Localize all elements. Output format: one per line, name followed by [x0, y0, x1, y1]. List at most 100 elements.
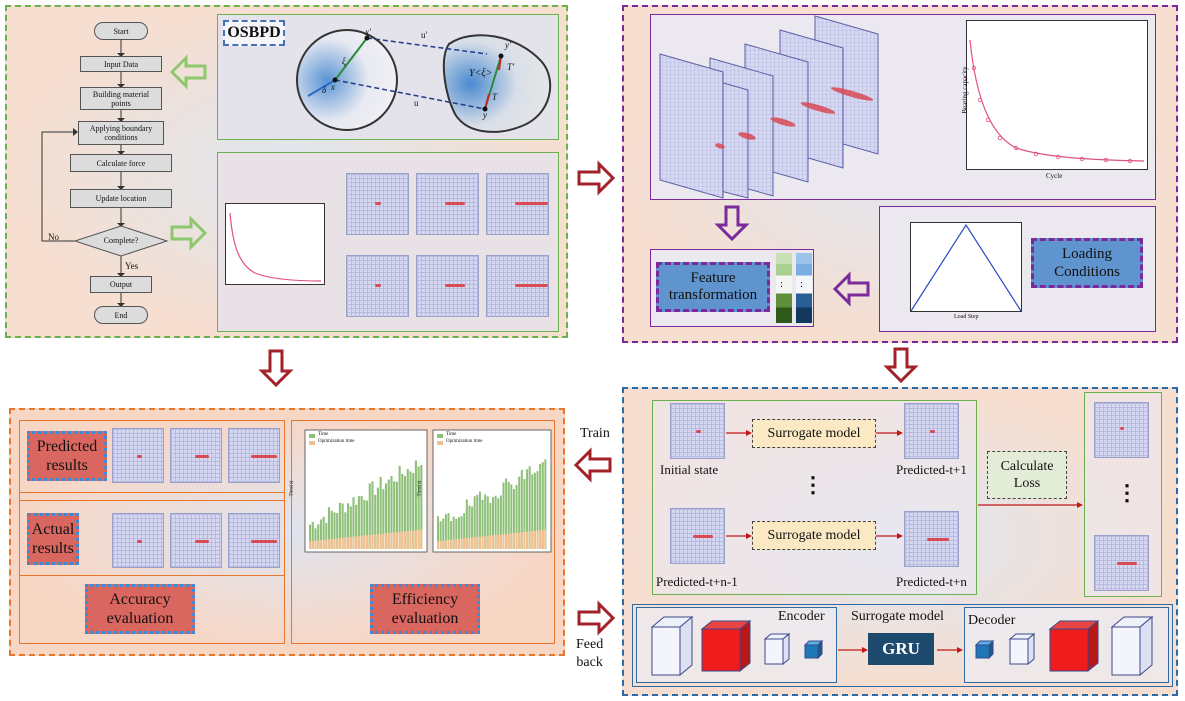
optimization-bar [520, 532, 523, 549]
actual-results-label: Actual results [27, 513, 79, 565]
time-bar [444, 514, 447, 549]
yes-label: Yes [125, 261, 139, 271]
optimization-bar [502, 534, 505, 549]
optimization-bar [401, 531, 404, 549]
optimization-bar [481, 536, 484, 549]
bearing-curve-small [225, 203, 325, 285]
optimization-bar [360, 535, 363, 549]
start-node: Start [94, 22, 148, 40]
optimization-bar [349, 536, 352, 549]
optimization-bar [473, 537, 476, 549]
time-bar [471, 506, 474, 549]
time-bar [507, 482, 510, 549]
accuracy-divider-3 [19, 575, 285, 576]
predicted-tn-frame [904, 511, 959, 567]
optimization-bar [368, 535, 371, 549]
optimization-bar [512, 533, 515, 549]
optimization-bar [541, 529, 544, 549]
predicted-results-label: Predicted results [27, 431, 107, 481]
time-bar [460, 516, 463, 549]
acc-line-1: Accuracy [109, 591, 171, 608]
osbpd-title: OSBPD [223, 20, 285, 46]
red-arrow-down-left-icon [258, 349, 294, 388]
label-delta: δ [322, 85, 327, 95]
chart1-legend-opt: Optimization time [318, 439, 355, 444]
optimization-bar [544, 529, 547, 549]
time-bar [414, 460, 417, 549]
optimization-bar [539, 530, 542, 549]
optimization-bar [447, 540, 450, 549]
actual-frame-3 [228, 513, 280, 568]
optimization-bar [484, 536, 487, 549]
time-bar [387, 479, 390, 549]
loading-line-1: Loading [1062, 246, 1112, 262]
target-frame-n [1094, 535, 1149, 591]
time-bar [357, 496, 360, 549]
loss-line-2: Loss [1013, 476, 1041, 491]
time-bar [510, 484, 513, 549]
time-bar [338, 502, 341, 549]
time-bar [478, 491, 481, 549]
efficiency-evaluation-label: Efficiency evaluation [370, 584, 480, 634]
optimization-bar [455, 539, 458, 549]
time-bar [382, 489, 385, 549]
optimization-bar [526, 531, 529, 549]
apply-line-1: Applying boundary [89, 124, 153, 133]
time-bar [533, 472, 536, 549]
optimization-bar [510, 533, 513, 549]
time-bar [439, 521, 442, 549]
build-line-1: Building material [92, 89, 150, 99]
optimization-bar [523, 531, 526, 549]
time-bar [442, 518, 445, 549]
feature-dots-blue: : [800, 278, 804, 290]
optimization-bar [330, 538, 333, 549]
gru-block: GRU [868, 633, 934, 665]
pred-line-1: Predicted [36, 438, 98, 455]
time-bar [465, 499, 468, 549]
time-bar [457, 517, 460, 549]
time-bar [333, 512, 336, 549]
feedback-line-2: back [576, 655, 603, 670]
time-bar [341, 503, 344, 549]
optimization-bar [374, 534, 377, 549]
time-bar [317, 524, 320, 549]
label-y: y [483, 110, 487, 120]
sim-frame-4 [346, 255, 409, 317]
label-u-prime: u' [421, 30, 428, 40]
optimization-bar [409, 530, 412, 549]
optimization-bar [371, 534, 374, 549]
optimization-bar [385, 533, 388, 549]
update-location-step: Update location [70, 189, 172, 208]
optimization-bar [497, 534, 500, 549]
output-step: Output [90, 276, 152, 293]
encoder-label: Encoder [778, 609, 825, 624]
calculate-loss-box: Calculate Loss [987, 451, 1067, 499]
time-bar [325, 522, 328, 549]
surrogate-model-label: Surrogate model [851, 609, 944, 624]
optimization-bar [357, 536, 360, 549]
optimization-bar [536, 530, 539, 549]
time-bar [336, 513, 339, 549]
calculate-force-step: Calculate force [70, 154, 172, 172]
label-xi: ξ [342, 56, 346, 66]
time-bar [395, 481, 398, 549]
optimization-bar [478, 536, 481, 549]
load-step-plot [910, 222, 1022, 312]
time-bar [404, 476, 407, 549]
sim-frame-5 [416, 255, 479, 317]
optimization-bar [468, 537, 471, 549]
time-bar [371, 481, 374, 549]
label-x-prime: x' [365, 27, 371, 37]
loading-conditions-label: Loading Conditions [1031, 238, 1143, 288]
predicted-frame-3 [228, 428, 280, 483]
optimization-bar [471, 537, 474, 549]
time-bar [417, 466, 420, 549]
loss-line-1: Calculate [1000, 459, 1054, 474]
time-bar [363, 499, 366, 549]
pred-line-2: results [46, 457, 88, 474]
feature-swatch-green [776, 253, 792, 323]
efficiency-box [291, 420, 555, 644]
chart1-legend-time: Time [318, 432, 329, 437]
optimization-bar [442, 540, 445, 549]
